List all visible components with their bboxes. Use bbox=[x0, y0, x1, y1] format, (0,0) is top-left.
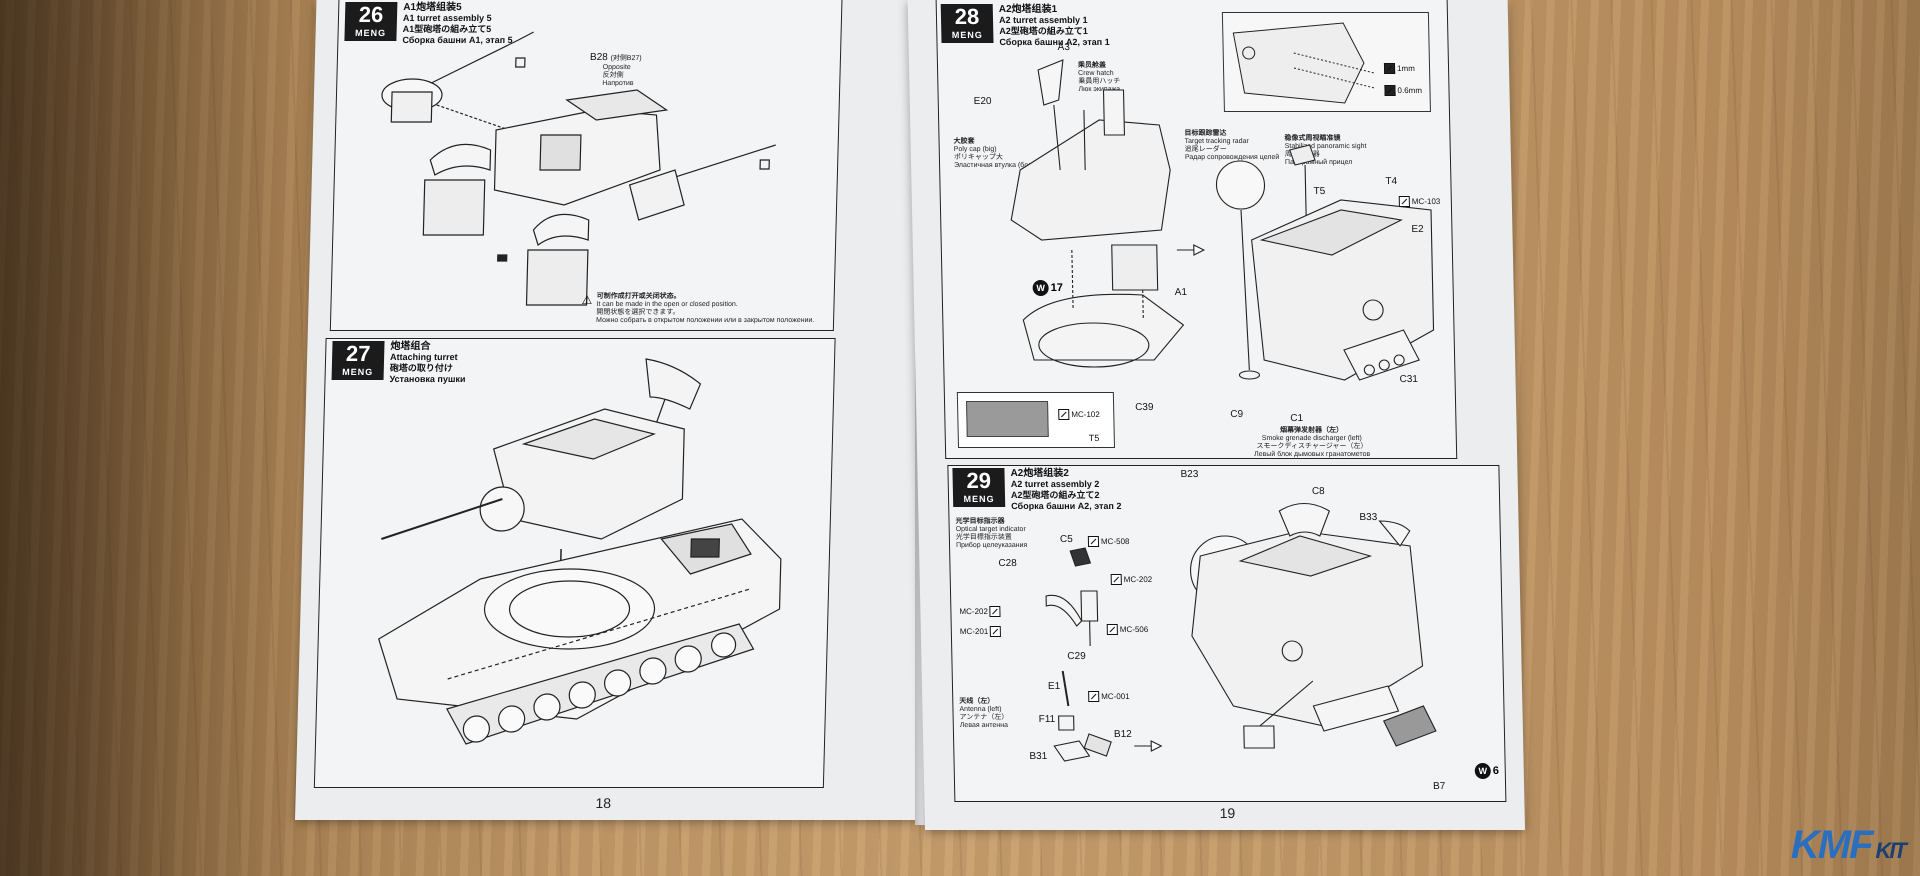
instruction-page-right: 28 MENG A2炮塔组装1 A2 turret assembly 1 A2型… bbox=[907, 0, 1525, 830]
step-number: 28 bbox=[954, 4, 980, 29]
step-28-drawing bbox=[1010, 59, 1435, 381]
part-c29: C29 bbox=[1067, 651, 1086, 662]
paint-mc-102: MC-102 bbox=[1058, 409, 1100, 420]
part-b33: B33 bbox=[1359, 512, 1378, 523]
step-29-drawing bbox=[1045, 502, 1437, 762]
step-28-titles: A2炮塔组装1 A2 turret assembly 1 A2型砲塔の組み立て1… bbox=[999, 4, 1110, 48]
step-26-panel: 26 MENG A1炮塔组装5 A1 turret assembly 5 A1型… bbox=[329, 0, 843, 331]
page-number-right: 19 bbox=[1219, 805, 1236, 821]
part-c8: C8 bbox=[1311, 486, 1325, 497]
page-number-left: 18 bbox=[595, 795, 612, 811]
w17-marker: W 17 bbox=[1032, 280, 1063, 296]
paint-mc-508: MC-508 bbox=[1087, 536, 1130, 547]
part-c9: C9 bbox=[1230, 409, 1244, 420]
paint-mc-001: MC-001 bbox=[1088, 691, 1130, 702]
t5-decal-inset: MC-102 T5 bbox=[956, 392, 1115, 448]
step-29-panel: 29 MENG A2炮塔组装2 A2 turret assembly 2 A2型… bbox=[947, 465, 1507, 802]
part-b7: B7 bbox=[1432, 781, 1446, 792]
detail-inset: 1mm 0.6mm bbox=[1221, 12, 1431, 112]
part-c31: C31 bbox=[1399, 374, 1419, 385]
part-b23: B23 bbox=[1180, 469, 1199, 480]
smoke-discharger-label: 烟幕弹发射器（左） Smoke grenade discharger (left… bbox=[1254, 427, 1371, 458]
part-b31: B31 bbox=[1029, 751, 1048, 762]
brand-label: MENG bbox=[951, 30, 983, 40]
part-b12: B12 bbox=[1113, 729, 1132, 740]
part-a1: A1 bbox=[1174, 287, 1188, 298]
part-c28: C28 bbox=[998, 558, 1017, 569]
part-t4: T4 bbox=[1385, 176, 1398, 187]
title-cn: A2炮塔组装1 bbox=[998, 4, 1058, 15]
step-number: 29 bbox=[966, 468, 992, 493]
title-en: A2 turret assembly 1 bbox=[998, 15, 1088, 25]
paint-mc-202-a: MC-202 bbox=[1110, 574, 1153, 585]
step-27-tank-drawing bbox=[378, 358, 782, 745]
step-28-header: 28 MENG A2炮塔组装1 A2 turret assembly 1 A2型… bbox=[940, 4, 1110, 48]
part-e1: E1 bbox=[1047, 681, 1061, 692]
part-e2: E2 bbox=[1411, 224, 1424, 235]
warning-icon: ⚠ bbox=[581, 293, 593, 307]
paint-mc-103: MC-103 bbox=[1398, 196, 1441, 207]
paint-mc-506: MC-506 bbox=[1106, 624, 1149, 635]
table-shadow bbox=[0, 0, 300, 876]
part-c39: C39 bbox=[1135, 402, 1154, 413]
step-27-panel: 27 MENG 炮塔组合 Attaching turret 砲塔の取り付け Ус… bbox=[313, 338, 836, 788]
title-jp: A2型砲塔の組み立て1 bbox=[999, 26, 1088, 36]
step-28-badge: 28 MENG bbox=[940, 4, 994, 43]
part-c5: C5 bbox=[1059, 534, 1073, 545]
inset-drawing bbox=[1232, 22, 1375, 104]
part-f11: F11 bbox=[1038, 714, 1056, 725]
paint-mc-202-b: MC-202 bbox=[959, 606, 1001, 617]
step-28-panel: 28 MENG A2炮塔组装1 A2 turret assembly 1 A2型… bbox=[935, 0, 1458, 459]
t5-decal bbox=[966, 401, 1049, 437]
caution-note: 可制作成打开或关闭状态。 It can be made in the open … bbox=[595, 293, 815, 324]
part-t5-a: T5 bbox=[1313, 186, 1326, 197]
part-c1: C1 bbox=[1290, 413, 1304, 424]
title-cn: A1炮塔组装5 bbox=[403, 2, 462, 13]
part-t5-b: T5 bbox=[1088, 433, 1100, 443]
w6-marker: W 6 bbox=[1474, 763, 1499, 779]
paint-mc-201: MC-201 bbox=[960, 626, 1002, 637]
title-ru: Сборка башни А2, этап 1 bbox=[999, 37, 1110, 47]
step-26-drawing bbox=[381, 31, 776, 306]
instruction-page-left: 26 MENG A1炮塔组装5 A1 turret assembly 5 A1型… bbox=[295, 0, 942, 820]
